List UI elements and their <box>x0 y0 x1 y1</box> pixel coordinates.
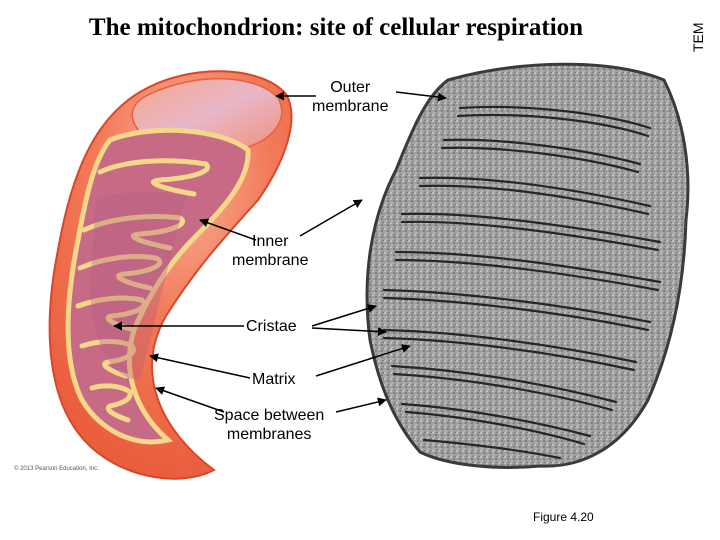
micrograph-cristae <box>382 105 662 460</box>
label-space-line1: Space between <box>214 407 325 424</box>
label-outer-membrane: Outer membrane <box>312 78 388 116</box>
arrow-inner-to-micrograph <box>299 199 363 237</box>
label-space-line2: membranes <box>226 426 312 443</box>
mitochondrion-illustration <box>48 70 293 480</box>
label-inner-line2: membrane <box>232 252 309 269</box>
arrow-space-to-micrograph <box>335 397 387 413</box>
inner-membrane-rim <box>65 127 251 445</box>
label-inner-membrane: Inner membrane <box>232 232 308 270</box>
label-inner-line1: Inner <box>252 233 289 250</box>
arrow-matrix-to-illustration <box>149 353 251 379</box>
cristae-folds <box>75 158 211 423</box>
figure-caption: Figure 4.20 <box>533 510 594 524</box>
arrow-matrix-to-micrograph <box>315 344 411 377</box>
label-arrows <box>113 91 447 413</box>
arrow-cristae-to-micrograph-2 <box>311 327 387 337</box>
label-intermembrane-space: Space between membranes <box>214 406 324 444</box>
arrow-cristae-to-micrograph-1 <box>311 304 377 327</box>
label-cristae: Cristae <box>246 318 297 335</box>
arrow-inner-to-illustration <box>199 218 257 241</box>
copyright-notice: © 2013 Pearson Education, Inc. <box>14 466 99 472</box>
label-matrix: Matrix <box>252 371 296 388</box>
label-outer-line2: membrane <box>312 98 389 115</box>
arrow-space-to-illustration <box>155 386 225 413</box>
tem-micrograph <box>365 62 690 469</box>
matrix-shading <box>90 191 186 380</box>
arrow-outer-to-micrograph <box>395 91 447 102</box>
label-outer-line1: Outer <box>330 79 371 96</box>
page-title: The mitochondrion: site of cellular resp… <box>88 14 584 41</box>
